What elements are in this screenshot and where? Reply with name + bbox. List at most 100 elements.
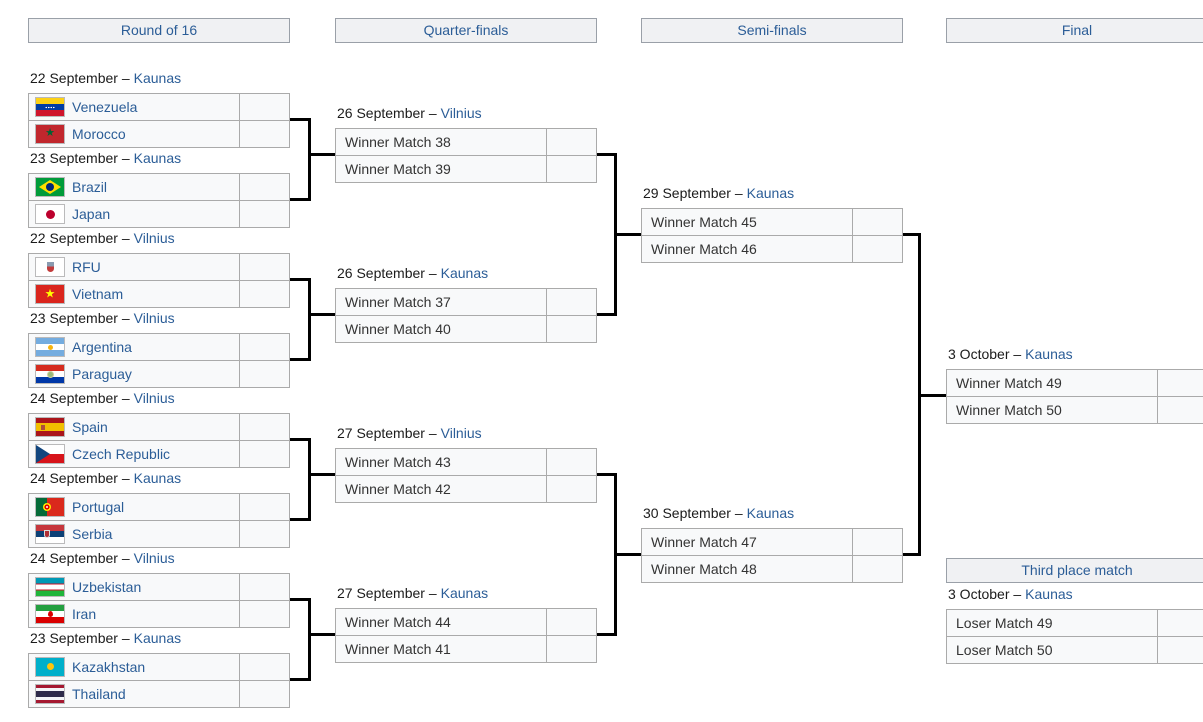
score-cell [239, 494, 289, 520]
team-name-link[interactable]: RFU [72, 259, 101, 275]
date-label: 30 September – [643, 505, 743, 521]
team-name-link[interactable]: Paraguay [72, 366, 132, 382]
connector-line [597, 313, 617, 316]
match-qf-4: Winner Match 44 Winner Match 41 [335, 608, 597, 663]
city-link[interactable]: Kaunas [133, 150, 182, 166]
city-link[interactable]: Vilnius [133, 550, 175, 566]
city-link[interactable]: Vilnius [133, 390, 175, 406]
match-r16-7: Uzbekistan Iran [28, 573, 290, 628]
team-cell: Paraguay [29, 361, 239, 387]
city-link[interactable]: Kaunas [1025, 346, 1073, 362]
connector-line [308, 633, 335, 636]
city-link[interactable]: Vilnius [440, 425, 482, 441]
team-row: RFU [29, 254, 289, 280]
date-label: 23 September – [30, 150, 130, 166]
team-name-link[interactable]: Serbia [72, 526, 113, 542]
team-cell: Winner Match 46 [642, 236, 852, 262]
team-name-link[interactable]: Iran [72, 606, 97, 622]
match-date: 29 September –Kaunas [643, 185, 794, 202]
match-date: 22 September –Vilnius [30, 230, 175, 247]
city-link[interactable]: Vilnius [440, 105, 482, 121]
team-name-link[interactable]: Spain [72, 419, 108, 435]
quarter-finals-link[interactable]: Quarter-finals [423, 22, 509, 38]
connector-line [308, 438, 311, 521]
city-link[interactable]: Kaunas [1025, 586, 1073, 602]
score-cell [1157, 370, 1203, 396]
team-row: Winner Match 44 [336, 609, 596, 635]
city-link[interactable]: Kaunas [133, 470, 182, 486]
flag-spain-icon [36, 418, 64, 436]
team-row: Brazil [29, 174, 289, 200]
city-link[interactable]: Vilnius [133, 230, 175, 246]
flag-brazil-icon [36, 178, 64, 196]
match-date: 24 September –Vilnius [30, 550, 175, 567]
team-name-link[interactable]: Portugal [72, 499, 125, 515]
semi-finals-link[interactable]: Semi-finals [737, 22, 807, 38]
final-link[interactable]: Final [1061, 22, 1093, 38]
connector-line [308, 278, 311, 361]
city-link[interactable]: Kaunas [746, 185, 795, 201]
date-label: 23 September – [30, 630, 130, 646]
team-row: Portugal [29, 494, 289, 520]
round-of-16-link[interactable]: Round of 16 [120, 22, 198, 38]
connector-line [308, 118, 311, 201]
team-name-link[interactable]: Japan [72, 206, 111, 222]
team-cell: Winner Match 49 [947, 370, 1157, 396]
score-cell [1157, 637, 1203, 663]
city-link[interactable]: Kaunas [440, 265, 489, 281]
match-r16-6: Portugal Serbia [28, 493, 290, 548]
flag-iran-icon [36, 605, 64, 623]
team-cell: Loser Match 50 [947, 637, 1157, 663]
match-date: 3 October –Kaunas [948, 346, 1073, 363]
city-link[interactable]: Kaunas [746, 505, 795, 521]
team-row: Loser Match 49 [947, 610, 1203, 636]
team-name-link[interactable]: Uzbekistan [72, 579, 142, 595]
team-name-link[interactable]: Morocco [72, 126, 126, 142]
team-cell: Czech Republic [29, 441, 239, 467]
date-label: 23 September – [30, 310, 130, 326]
team-name-link[interactable]: Kazakhstan [72, 659, 146, 675]
team-row: Winner Match 49 [947, 370, 1203, 396]
third-place-link[interactable]: Third place match [1021, 562, 1133, 578]
score-cell [239, 281, 289, 307]
team-row: Kazakhstan [29, 654, 289, 680]
city-link[interactable]: Kaunas [440, 585, 489, 601]
city-link[interactable]: Kaunas [133, 70, 182, 86]
score-cell [546, 609, 596, 635]
team-row: Winner Match 46 [642, 235, 902, 262]
team-name-link[interactable]: Argentina [72, 339, 132, 355]
date-label: 22 September – [30, 70, 130, 86]
score-cell [239, 521, 289, 547]
team-row: Winner Match 40 [336, 315, 596, 342]
score-cell [546, 449, 596, 475]
team-cell: Argentina [29, 334, 239, 360]
team-cell: Winner Match 50 [947, 397, 1157, 423]
placeholder-team-label: Winner Match 39 [345, 161, 451, 177]
team-name-link[interactable]: Venezuela [72, 99, 138, 115]
match-r16-3: RFU Vietnam [28, 253, 290, 308]
round-header-round-of-16: Round of 16 [28, 18, 290, 43]
flag-serbia-icon [36, 525, 64, 543]
match-r16-8: Kazakhstan Thailand [28, 653, 290, 708]
team-row: Uzbekistan [29, 574, 289, 600]
city-link[interactable]: Kaunas [133, 630, 182, 646]
score-cell [239, 121, 289, 147]
team-cell: Winner Match 43 [336, 449, 546, 475]
placeholder-team-label: Winner Match 46 [651, 241, 757, 257]
team-row: Winner Match 41 [336, 635, 596, 662]
city-link[interactable]: Vilnius [133, 310, 175, 326]
team-name-link[interactable]: Vietnam [72, 286, 124, 302]
team-name-link[interactable]: Thailand [72, 686, 126, 702]
connector-line [614, 233, 641, 236]
round-header-semi-finals: Semi-finals [641, 18, 903, 43]
match-date: 23 September –Kaunas [30, 630, 181, 647]
match-qf-2: Winner Match 37 Winner Match 40 [335, 288, 597, 343]
team-row: Thailand [29, 680, 289, 707]
score-cell [239, 681, 289, 707]
team-name-link[interactable]: Czech Republic [72, 446, 171, 462]
team-name-link[interactable]: Brazil [72, 179, 108, 195]
team-cell: Thailand [29, 681, 239, 707]
placeholder-team-label: Winner Match 37 [345, 294, 451, 310]
match-date: 24 September –Kaunas [30, 470, 181, 487]
match-date: 26 September –Vilnius [337, 105, 482, 122]
